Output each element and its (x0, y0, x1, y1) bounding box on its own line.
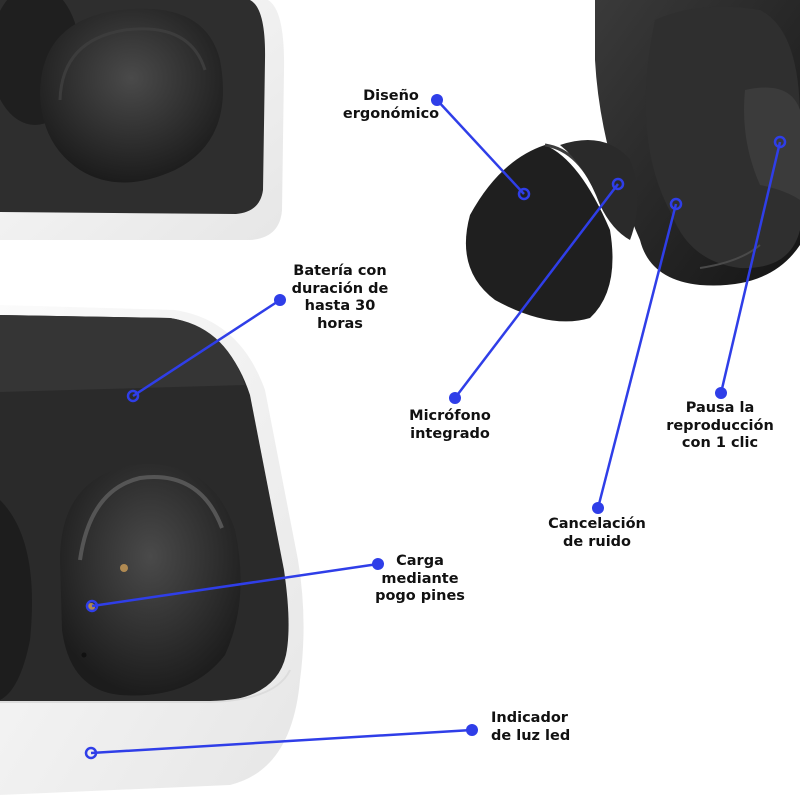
dot-pausa-target (773, 135, 787, 149)
callouts (90, 99, 782, 755)
label-line: hasta 30 (304, 298, 376, 314)
case-body (0, 305, 304, 795)
label-line: de ruido (562, 533, 632, 550)
dot-diseno-anchor (431, 94, 443, 106)
earbud-tip (465, 145, 613, 322)
label-line: pogo pines (375, 588, 465, 604)
callout-line-diseno (436, 99, 525, 195)
callout-line-pausa (719, 141, 782, 394)
case-lid (0, 0, 285, 240)
callout-line-indicador (90, 728, 473, 755)
label-carga: Carga mediante pogo pines (364, 553, 476, 606)
label-line: duración de (291, 280, 389, 297)
label-line: de luz led (491, 727, 571, 744)
label-line: reproducción (666, 417, 774, 434)
label-line: Batería con (293, 263, 387, 279)
dot-microfono-anchor (449, 392, 461, 404)
label-pausa: Pausa la reproducción con 1 clic (658, 400, 782, 453)
dot-indicador-target (84, 746, 98, 760)
dot-bateria-target (126, 389, 140, 403)
dot-cancelacion-target (669, 197, 683, 211)
earbud (465, 0, 800, 322)
label-cancelacion: Cancelación de ruido (537, 516, 657, 551)
label-microfono: Micrófono integrado (398, 408, 502, 443)
body-cavity-right (60, 463, 241, 696)
case-hole (81, 652, 87, 658)
label-line: con 1 clic (681, 435, 759, 451)
dot-carga-anchor (372, 558, 384, 570)
dot-bateria-anchor (274, 294, 286, 306)
label-line: mediante (381, 570, 459, 587)
label-line: horas (317, 315, 363, 332)
pogo-pin-top (120, 564, 128, 572)
label-line: Carga (396, 553, 444, 569)
label-line: Pausa la (685, 400, 755, 416)
label-line: Micrófono (409, 408, 491, 424)
dot-microfono-target (611, 177, 625, 191)
dot-pausa-anchor (715, 387, 727, 399)
dot-indicador-anchor (466, 724, 478, 736)
earbud-touch-surface (645, 6, 800, 269)
label-line: Diseño (363, 88, 419, 104)
dot-cancelacion-anchor (592, 502, 604, 514)
lid-cavity-right (40, 8, 223, 183)
label-line: ergonómico (342, 105, 440, 122)
label-indicador: Indicador de luz led (491, 710, 591, 745)
label-diseno-ergonomico: Diseño ergonómico (336, 88, 446, 123)
callout-line-microfono (454, 183, 619, 399)
callout-line-carga (91, 562, 379, 608)
label-line: Indicador (491, 710, 568, 726)
label-line: Cancelación (548, 516, 646, 532)
dot-carga-target (85, 599, 99, 613)
dot-diseno-target (517, 187, 531, 201)
body-cavity-left (0, 500, 32, 700)
callout-dots (84, 94, 787, 760)
callout-line-bateria (132, 298, 281, 398)
label-bateria: Batería con duración de hasta 30 horas (282, 263, 398, 333)
label-line: integrado (410, 425, 490, 442)
callout-line-cancelacion (596, 203, 678, 509)
